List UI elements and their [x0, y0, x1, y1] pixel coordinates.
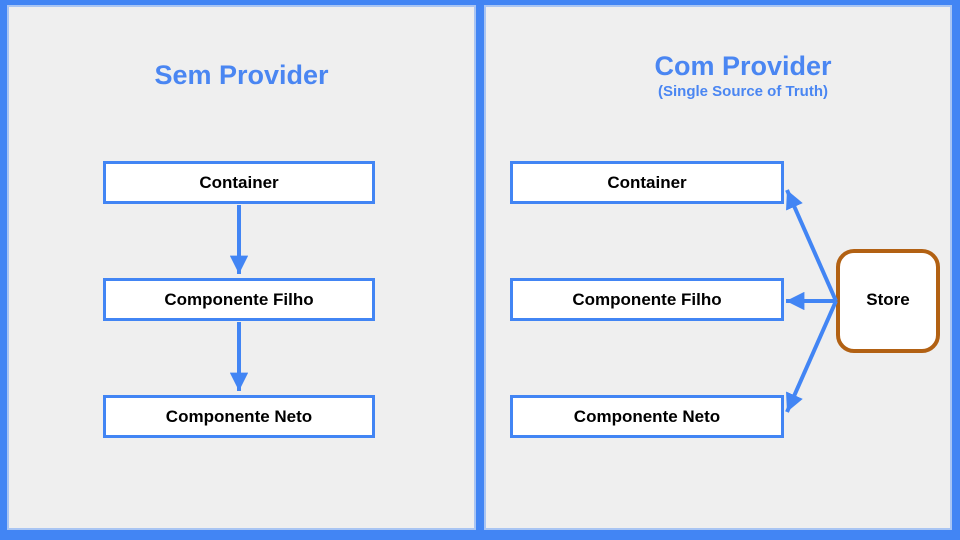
store-box: Store: [836, 249, 940, 353]
left-box-componente-filho: Componente Filho: [103, 278, 375, 321]
right-box-componente-filho: Componente Filho: [510, 278, 784, 321]
right-box-componente-neto: Componente Neto: [510, 395, 784, 438]
left-box-container: Container: [103, 161, 375, 204]
left-panel-title: Sem Provider: [154, 60, 329, 90]
right-box-container: Container: [510, 161, 784, 204]
right-panel-subtitle: (Single Source of Truth): [657, 83, 828, 100]
right-panel-title: Com Provider: [654, 51, 832, 81]
left-box-componente-neto: Componente Neto: [103, 395, 375, 438]
right-panel-title-group: Com Provider (Single Source of Truth): [633, 51, 853, 101]
